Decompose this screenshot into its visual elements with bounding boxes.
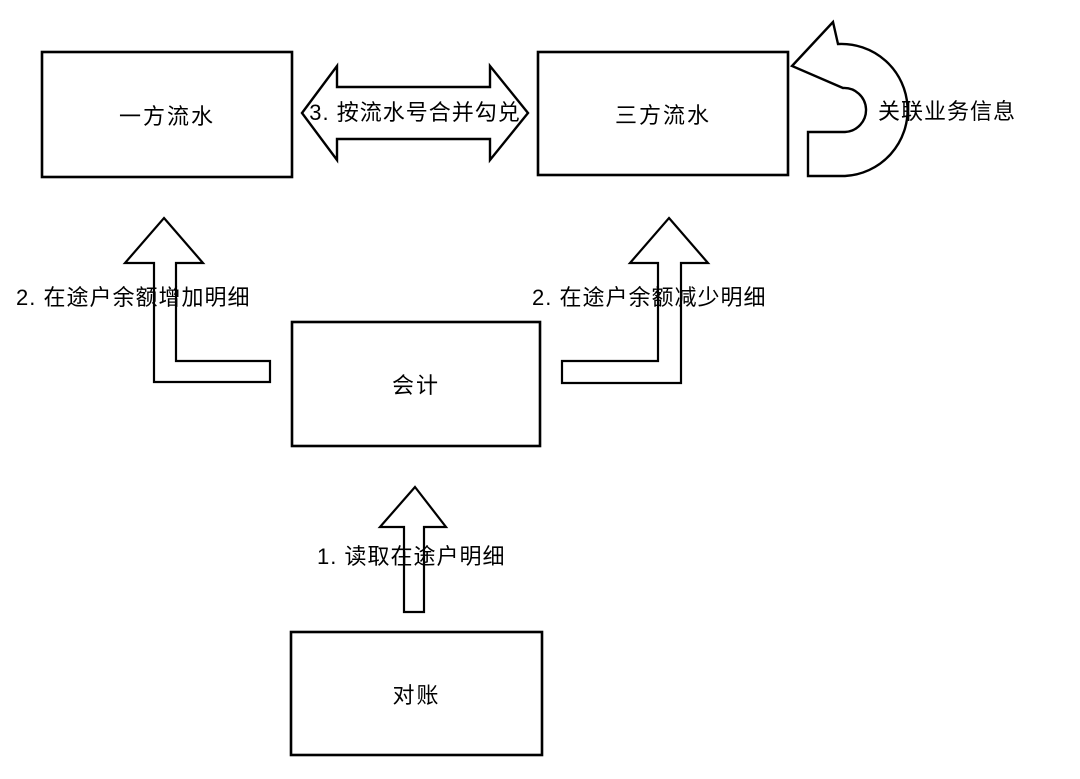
node-box-reconciliation xyxy=(289,630,544,757)
node-accounting-label: 会计 xyxy=(391,373,440,398)
edge-label-read-detail: 1. 读取在途户明细 xyxy=(317,544,506,569)
edge-label-merge-match: 3. 按流水号合并勾兑 xyxy=(309,100,521,125)
node-party-flow: 一方流水 xyxy=(42,52,292,177)
node-reconciliation-label: 对账 xyxy=(392,682,441,708)
node-box-third-party-flow xyxy=(536,50,790,177)
elbow-block-arrow-left xyxy=(122,216,272,384)
node-party-flow-label: 一方流水 xyxy=(118,103,215,129)
edge-label-associate-business: 关联业务信息 xyxy=(878,99,1017,124)
node-box-party-flow xyxy=(40,50,294,179)
elbow-block-arrow-right xyxy=(560,216,711,385)
node-third-party-flow: 三方流水 xyxy=(538,52,788,175)
circular-arrow xyxy=(789,19,909,178)
node-reconciliation: 对账 xyxy=(291,632,542,755)
double-block-arrow xyxy=(300,62,530,164)
edge-label-balance-decrease: 2. 在途户余额减少明细 xyxy=(532,285,767,310)
edge-label-balance-increase: 2. 在途户余额增加明细 xyxy=(16,285,251,310)
node-accounting: 会计 xyxy=(292,322,540,446)
block-arrow-up xyxy=(377,485,449,614)
node-box-accounting xyxy=(290,320,542,448)
node-third-party-flow-label: 三方流水 xyxy=(614,102,711,128)
